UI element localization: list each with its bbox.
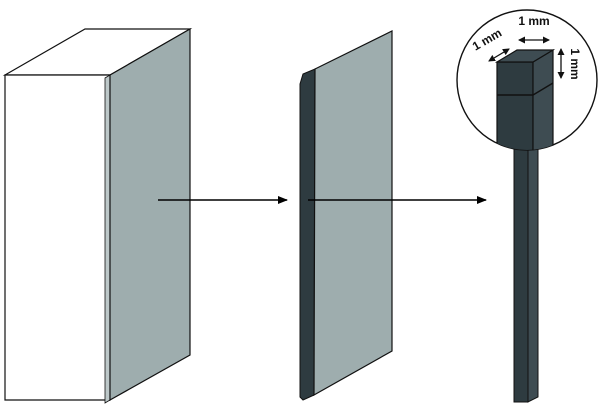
rod-front-face: [513, 145, 529, 403]
block-side-face: [109, 27, 191, 402]
thin-rod: [513, 140, 539, 403]
inset-rod-front: [496, 61, 534, 150]
thin-slab: [299, 30, 393, 401]
inset-cube-top: [494, 49, 556, 63]
block-front-face: [4, 74, 111, 401]
rod-side-face: [527, 140, 539, 403]
inset-rod-side: [532, 48, 554, 150]
dim-label-top: 1 mm: [518, 14, 549, 28]
dim-arrow-left: [488, 48, 510, 62]
inset-cube-divider: [497, 82, 554, 96]
slab-face: [313, 30, 393, 397]
slab-dark-edge: [299, 68, 316, 401]
dim-label-right: 1 mm: [568, 48, 582, 79]
zoom-inset: 1 mm 1 mm 1 mm: [456, 9, 598, 151]
block-side-strip: [104, 74, 111, 404]
sample-block: [2, 27, 193, 404]
